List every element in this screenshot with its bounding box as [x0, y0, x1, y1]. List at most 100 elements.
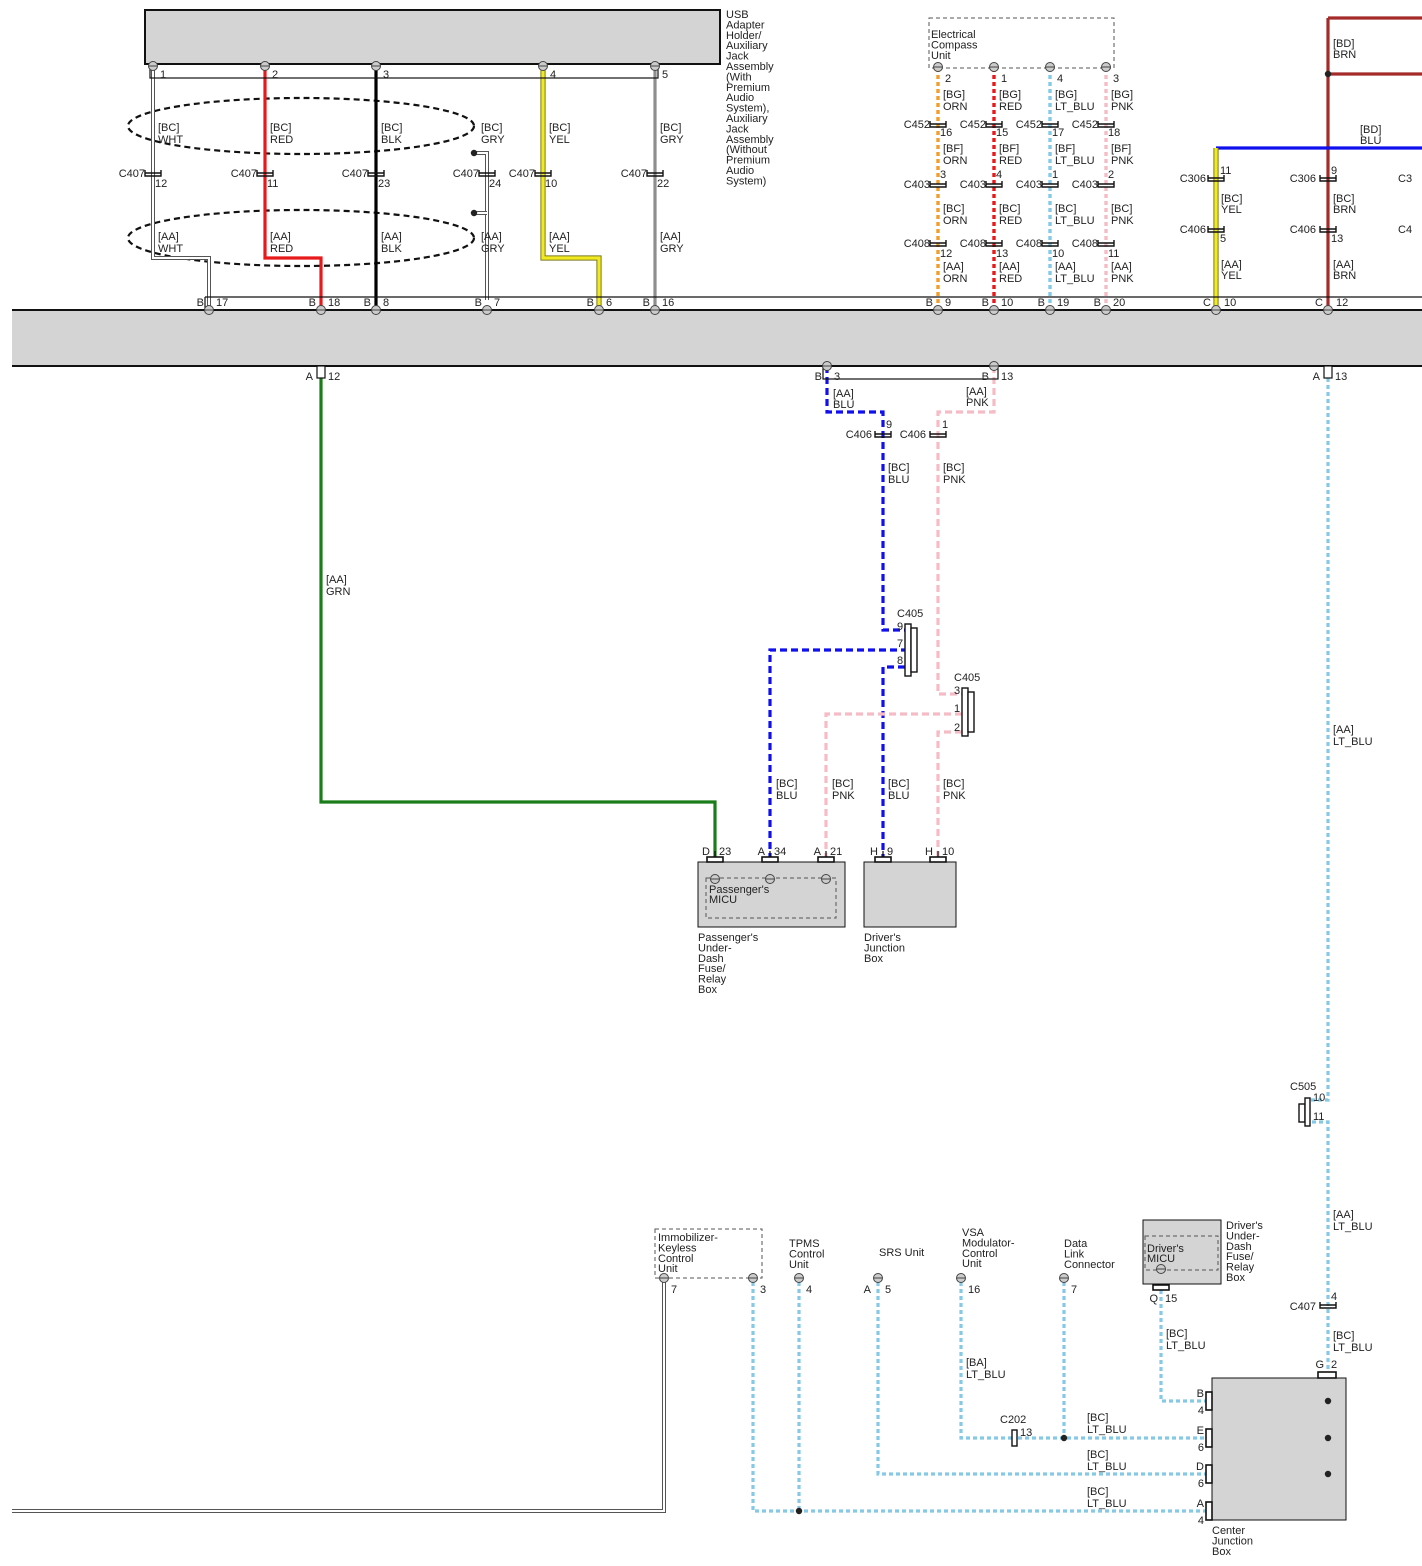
pin-number: 6: [1198, 1478, 1204, 1490]
wire-color-label: [BG]: [1111, 89, 1133, 101]
wire-pnk-branch: [936, 730, 962, 860]
connector-name: C408: [1016, 238, 1042, 250]
wire-color-label: [AA]: [660, 231, 681, 243]
connector-name: C407: [231, 168, 257, 180]
driver-fuse-box-label: Dash: [1226, 1241, 1252, 1253]
bus-pin-number: 16: [662, 297, 674, 309]
pin-number: 10: [942, 846, 954, 858]
compass-unit-label: Unit: [931, 50, 951, 62]
usb-assembly-label: USB: [726, 9, 749, 21]
wire-color-label: ORN: [943, 273, 968, 285]
passenger-fuse-box: [697, 861, 846, 928]
junction-side-pin: [1205, 1428, 1213, 1448]
bus-pin-letter: B: [982, 297, 989, 309]
wire-color-label: PNK: [832, 790, 855, 802]
wire-color-label: [BC]: [943, 203, 964, 215]
pin-number: 6: [1198, 1442, 1204, 1454]
bus-pin-number: 10: [1001, 297, 1013, 309]
bus-terminal: [1211, 305, 1221, 315]
connector-pin: 3: [940, 169, 946, 181]
connector-pin: 9: [897, 621, 903, 633]
wire-color-label: RED: [999, 101, 1022, 113]
c407-connector: [256, 170, 274, 177]
wire-color-label: [BD]: [1360, 124, 1381, 136]
connector-pin: 24: [489, 178, 501, 190]
usb-connector-strip: [149, 63, 659, 79]
connector-name: C403: [1016, 179, 1042, 191]
dlc-pin: [1059, 1273, 1069, 1283]
bus-pin-letter: B: [982, 371, 989, 383]
pin-letter: G: [1315, 1359, 1324, 1371]
passenger-fuse-box-label: Box: [698, 984, 717, 996]
passenger-micu-pin: [821, 874, 831, 884]
connector-name: C452: [904, 119, 930, 131]
pin-letter: A: [758, 846, 766, 858]
wire-color-label: [AA]: [943, 261, 964, 273]
driver-micu-box: [1144, 1235, 1219, 1271]
connector-pin: 1: [1052, 169, 1058, 181]
connector-pin: 11: [1220, 165, 1231, 177]
pin-number: 15: [1165, 1293, 1177, 1305]
pin-letter: D: [1196, 1461, 1204, 1473]
pin-number: 2: [1331, 1359, 1337, 1371]
bus-bottom-pin: [316, 365, 326, 379]
bus-pin-number: 10: [1224, 297, 1236, 309]
wire-color-label: GRY: [660, 243, 684, 255]
wire-color-label: [AA]: [833, 388, 854, 400]
immobilizer-box: [654, 1228, 763, 1279]
wire-color-label: [BG]: [1055, 89, 1077, 101]
wire-color-label: BLU: [833, 399, 854, 411]
bus-terminal: [822, 361, 832, 371]
usb-assembly-label: Holder/: [726, 30, 762, 42]
dlc-label: Data: [1064, 1238, 1088, 1250]
pin-number: 7: [671, 1284, 677, 1296]
main-bus-box: [12, 310, 1422, 366]
wire-color-label: [BC]: [888, 778, 909, 790]
wire-color-label: PNK: [1111, 101, 1134, 113]
connector-pin: 7: [897, 638, 903, 650]
wire-color-label: [BC]: [1055, 203, 1076, 215]
wire-ltblu-vsa: [959, 1282, 1012, 1440]
dlc-label: Connector: [1064, 1259, 1115, 1271]
passenger-fuse-box-label: Dash: [698, 953, 724, 965]
pin-letter: D: [702, 846, 710, 858]
connector-pin: 10: [545, 178, 557, 190]
wire-color-label: [BC]: [999, 203, 1020, 215]
connector-name: C306: [1180, 173, 1206, 185]
wire-color-label: [BC]: [1087, 1412, 1108, 1424]
connector-pin: 11: [1313, 1111, 1324, 1123]
c406-connector: [929, 431, 947, 438]
connector-name: C406: [1290, 224, 1316, 236]
wire-color-label: LT_BLU: [1333, 1221, 1373, 1233]
pin-number: 21: [830, 846, 842, 858]
connector-pin: 11: [267, 178, 278, 190]
connector-name: C408: [960, 238, 986, 250]
usb-pin-number: 4: [550, 69, 556, 81]
pin-letter: H: [925, 846, 933, 858]
c407-connector: [144, 170, 162, 177]
compass-pin: [1045, 62, 1055, 72]
c408-connector: [985, 240, 1003, 247]
driver-fuse-box-label: Under-: [1226, 1230, 1260, 1242]
c408-connector: [929, 240, 947, 247]
splice: [1060, 1434, 1068, 1442]
driver-box-pin: [1152, 1284, 1170, 1291]
wire-color-label: PNK: [943, 474, 966, 486]
wire-color-label: [BC]: [549, 122, 570, 134]
wire-color-label: [BC]: [943, 462, 964, 474]
immobilizer-label: Keyless: [658, 1242, 697, 1254]
bus-pin-number: 12: [328, 371, 340, 383]
usb-pin: [371, 61, 381, 71]
vsa-label: Modulator-: [962, 1237, 1015, 1249]
wire-color-label: RED: [999, 273, 1022, 285]
wire-color-label: [BC]: [1111, 203, 1132, 215]
wire-color-label: ORN: [943, 215, 968, 227]
bus-pin-letter: B: [197, 297, 204, 309]
wire-pnk-harness: [936, 366, 996, 696]
usb-assembly-label: Auxiliary: [726, 113, 768, 125]
vsa-pin: [956, 1273, 966, 1283]
splice-dot: [1324, 70, 1332, 78]
connector-name: C452: [1072, 119, 1098, 131]
wire-color-label: LT_BLU: [1333, 1342, 1373, 1354]
tpms-label: TPMS: [789, 1238, 820, 1250]
